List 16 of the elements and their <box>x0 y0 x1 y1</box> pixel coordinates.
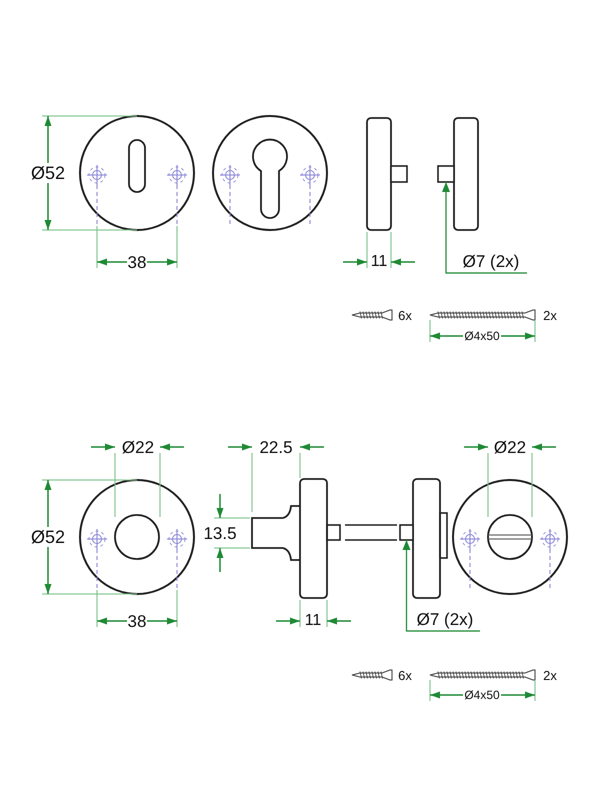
dimension-label: 2x <box>542 668 558 682</box>
dimension-label: Ø7 (2x) <box>455 251 527 273</box>
dimension-label: Ø22 <box>120 438 156 456</box>
pin-drawing <box>399 524 414 541</box>
dimension-label: 2x <box>542 308 558 322</box>
dimension-label: Ø52 <box>30 163 66 183</box>
dimension-label: Ø52 <box>30 527 66 547</box>
leader-line <box>442 182 527 274</box>
dimension-label: Ø4x50 <box>463 688 501 702</box>
pin-drawing <box>437 165 455 183</box>
dimension-label: Ø7 (2x) <box>410 609 480 631</box>
dimension-label: 6x <box>397 308 413 322</box>
dimension-label: Ø22 <box>492 438 528 456</box>
leader-line <box>402 540 480 632</box>
dimension-label: 6x <box>397 668 413 682</box>
dimension-label: Ø4x50 <box>463 329 501 343</box>
